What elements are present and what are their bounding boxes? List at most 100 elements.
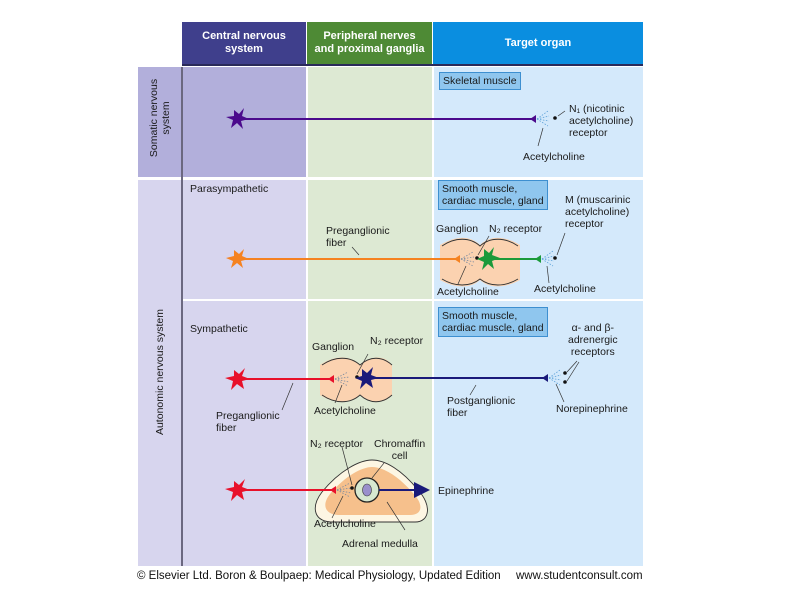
adrenal-pre-neuron-icon	[225, 479, 250, 501]
chromaffin-nucleus-icon	[362, 483, 372, 497]
somatic-n1-receptor-icon	[553, 116, 557, 120]
parasympathetic-n2-label: N₂ receptor	[489, 223, 543, 235]
header-peripheral-line1: Peripheral nerves	[323, 30, 416, 42]
parasympathetic-target-box: Smooth muscle, cardiac muscle, gland	[438, 180, 548, 210]
somatic-pathway	[226, 108, 566, 147]
somatic-peripheral-cell	[308, 67, 432, 177]
parasympathetic-pathway	[226, 232, 566, 287]
somatic-ach-label: Acetylcholine	[523, 151, 585, 163]
epinephrine-label: Epinephrine	[438, 485, 495, 497]
parasympathetic-ganglion-outline-bottom	[441, 278, 519, 286]
somatic-receptor-leader	[557, 110, 566, 117]
chromaffin-line2: cell	[391, 450, 408, 462]
sympathetic-adrenergic-receptor-icon-1	[563, 371, 567, 375]
sympathetic-receptor-line1: α- and β-	[571, 322, 615, 334]
sympathetic-receptor-leader-1	[566, 360, 578, 373]
somatic-ach-spray	[536, 110, 550, 127]
parasympathetic-target-ach-spray	[541, 250, 555, 267]
row-label-divider	[181, 67, 183, 566]
chromaffin-line1: Chromaffin	[374, 438, 426, 450]
sympathetic-receptor-line3: receptors	[570, 346, 615, 358]
sympathetic-adrenergic-receptor-icon-2	[563, 380, 567, 384]
sympathetic-label: Sympathetic	[190, 323, 248, 335]
parasympathetic-post-terminal-icon	[535, 255, 541, 263]
sympathetic-pre-terminal-icon	[328, 375, 334, 383]
parasympathetic-target-line2: cardiac muscle, gland	[442, 195, 544, 207]
parasympathetic-ganglion-label: Ganglion	[436, 223, 479, 235]
adrenal-n2-leader	[341, 446, 353, 486]
header-target-label: Target organ	[504, 36, 572, 49]
somatic-neuron-icon	[226, 108, 249, 129]
parasympathetic-m-receptor-label: M (muscarinic acetylcholine) receptor	[565, 194, 630, 230]
adrenal-medulla-label: Adrenal medulla	[342, 538, 418, 550]
sympathetic-pre-fiber-line2: fiber	[216, 422, 237, 434]
header-cns-line1: Central nervous	[202, 30, 286, 42]
adrenal-medulla-leader	[386, 501, 406, 531]
chromaffin-leader	[371, 462, 385, 479]
sympathetic-target-ne-spray	[548, 369, 562, 386]
chromaffin-label: Chromaffin cell	[374, 438, 425, 462]
somatic-receptor-line2: acetylcholine)	[569, 115, 634, 127]
sympathetic-target-line1: Smooth muscle,	[442, 310, 518, 322]
sympathetic-ganglion-shape	[320, 357, 392, 402]
sympathetic-pre-fiber-line1: Preganglionic	[216, 410, 280, 422]
parasympathetic-n2-leader	[477, 235, 490, 256]
adrenal-n2-receptor-icon	[350, 486, 354, 490]
somatic-ach-leader	[537, 127, 544, 147]
parasympathetic-fiber-line2: fiber	[326, 237, 347, 249]
somatic-row-label-cell	[138, 67, 182, 177]
sympathetic-post-neuron-icon	[355, 367, 379, 389]
parasympathetic-m-receptor-icon	[553, 256, 557, 260]
adrenal-n2-label: N₂ receptor	[310, 438, 364, 450]
parasympathetic-ganglion-ach-label: Acetylcholine	[437, 286, 499, 298]
sympathetic-ganglion-outline-bottom	[321, 394, 393, 403]
somatic-n1-receptor-label: N₁ (nicotinic acetylcholine) receptor	[569, 103, 633, 139]
parasympathetic-receptor-line1: M (muscarinic	[565, 194, 631, 206]
adrenal-ach-label: Acetylcholine	[314, 518, 376, 530]
header-cns-line2: system	[225, 43, 263, 55]
copyright-credit: © Elsevier Ltd. Boron & Boulpaep: Medica…	[137, 570, 501, 582]
header-underline	[182, 64, 643, 66]
sympathetic-ganglion-ach-spray	[334, 371, 350, 387]
parasympathetic-receptor-line2: acetylcholine)	[565, 206, 630, 218]
sympathetic-post-fiber-line2: fiber	[447, 407, 468, 419]
parasympathetic-fiber-leader	[351, 246, 360, 256]
adrenal-ach-spray	[336, 482, 352, 498]
parasympathetic-pre-neuron-icon	[226, 249, 249, 268]
sympathetic-cns-cell	[183, 301, 306, 566]
parasympathetic-post-neuron-icon	[477, 247, 500, 270]
parasympathetic-receptor-line3: receptor	[565, 218, 604, 230]
parasympathetic-target-line1: Smooth muscle,	[442, 183, 518, 195]
parasympathetic-fiber-line1: Preganglionic	[326, 225, 390, 237]
sympathetic-target-line2: cardiac muscle, gland	[442, 322, 544, 334]
sympathetic-n2-label: N₂ receptor	[370, 335, 424, 347]
sympathetic-n2-leader	[356, 353, 369, 375]
sympathetic-post-terminal-icon	[542, 374, 548, 382]
somatic-terminal-icon	[530, 115, 536, 123]
sympathetic-ganglion-ach-label: Acetylcholine	[314, 405, 376, 417]
sympathetic-post-fiber-leader	[469, 384, 477, 396]
sympathetic-adrenergic-label: α- and β- adrenergic receptors	[568, 322, 618, 358]
sympathetic-ganglion-outline-top	[321, 357, 393, 366]
sympathetic-target-box: Smooth muscle, cardiac muscle, gland	[438, 307, 548, 337]
sympathetic-post-fiber-label: Postganglionic fiber	[447, 395, 515, 419]
parasympathetic-ganglion-ach-leader	[457, 265, 467, 285]
sympathetic-ne-leader	[555, 383, 565, 403]
parasympathetic-target-ach-label: Acetylcholine	[534, 283, 596, 295]
somatic-cns-cell	[183, 67, 306, 177]
autonomic-row-label-cell	[138, 180, 182, 566]
sympathetic-receptor-leader-2	[566, 361, 580, 382]
sympathetic-receptor-line2: adrenergic	[568, 334, 618, 346]
sympathetic-ganglion-label: Ganglion	[312, 341, 355, 353]
parasympathetic-ganglion-ach-spray	[460, 251, 475, 267]
parasympathetic-label: Parasympathetic	[190, 183, 269, 195]
sympathetic-pre-fiber-label: Preganglionic fiber	[216, 410, 280, 434]
parasympathetic-m-receptor-leader	[556, 232, 566, 256]
parasympathetic-pre-terminal-icon	[454, 255, 460, 263]
parasympathetic-ganglion-shape	[440, 237, 520, 287]
adrenal-ach-leader	[331, 495, 344, 519]
sympathetic-ganglion-ach-leader	[334, 384, 343, 404]
sympathetic-pre-fiber-leader	[281, 382, 294, 411]
